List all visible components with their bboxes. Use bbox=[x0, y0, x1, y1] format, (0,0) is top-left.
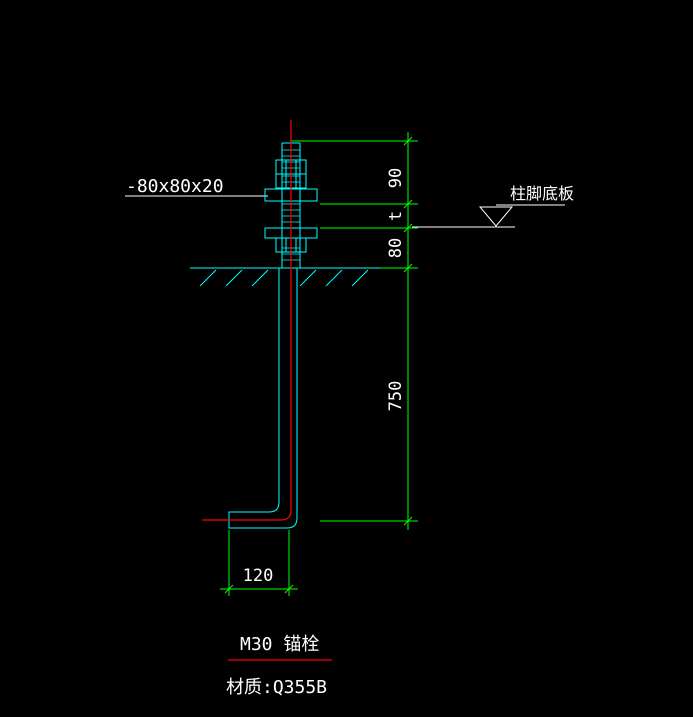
dim-750: 750 bbox=[386, 381, 406, 412]
base-plate-label: 柱脚底板 bbox=[510, 184, 574, 203]
dim-120: 120 bbox=[243, 566, 274, 586]
dim-90: 90 bbox=[386, 168, 406, 188]
dim-t: t bbox=[386, 211, 406, 221]
bolt-shank-outer bbox=[228, 268, 298, 529]
base-plate-leader bbox=[412, 204, 565, 228]
dimension-lines bbox=[220, 132, 418, 596]
ground-hatch-icon bbox=[190, 267, 380, 287]
dim-80: 80 bbox=[386, 238, 406, 258]
washer-plate-label: -80x80x20 bbox=[126, 176, 224, 197]
bolt-title: M30 锚栓 bbox=[240, 634, 319, 655]
triangle-marker-icon bbox=[478, 206, 514, 227]
anchor-bolt bbox=[228, 142, 318, 529]
centerline bbox=[202, 120, 292, 521]
material-label: 材质:Q355B bbox=[226, 677, 327, 698]
